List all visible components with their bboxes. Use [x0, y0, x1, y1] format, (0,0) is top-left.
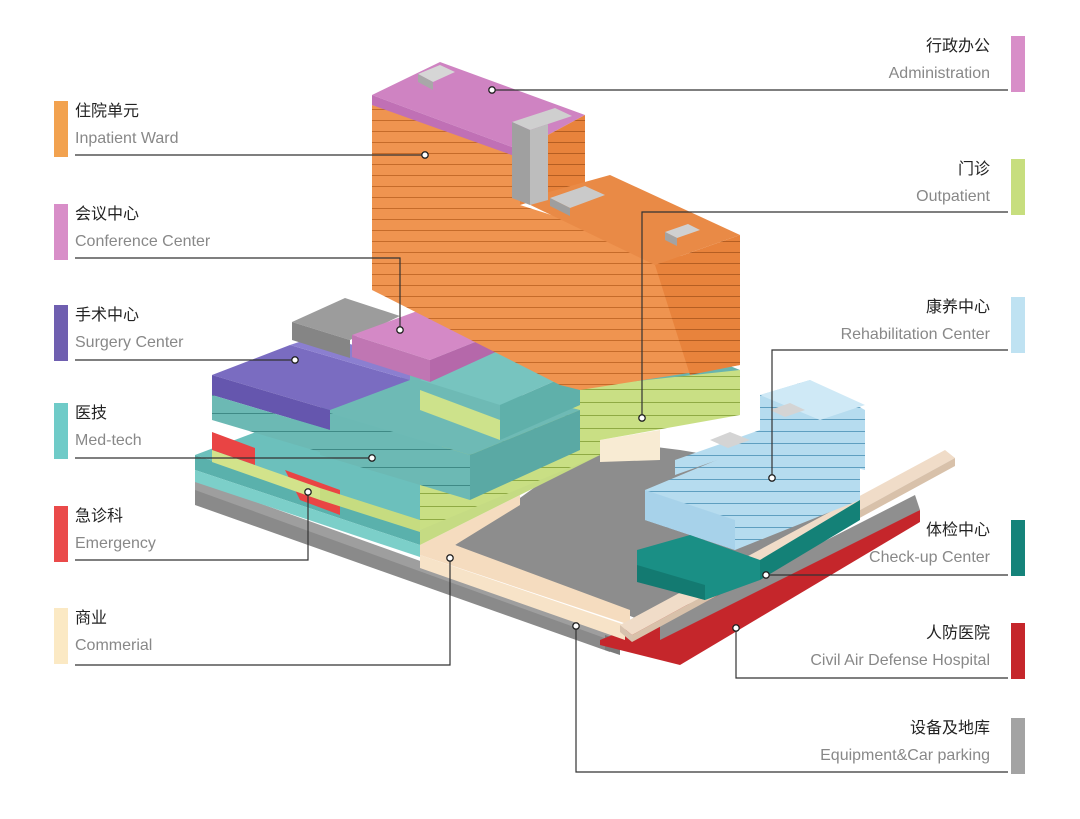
label-cn-civil: 人防医院 [925, 623, 990, 642]
label-cn-checkup: 体检中心 [925, 520, 990, 539]
label-cn-surgery: 手术中心 [75, 305, 140, 324]
inpatient-tower [372, 62, 740, 390]
label-cn-outpatient: 门诊 [957, 159, 990, 178]
swatch-administration [1011, 36, 1025, 92]
swatch-conference [54, 204, 68, 260]
label-en-conference: Conference Center [75, 233, 211, 250]
label-en-commercial: Commerial [75, 637, 153, 654]
swatch-outpatient [1011, 159, 1025, 215]
label-en-emergency: Emergency [75, 535, 156, 552]
label-cn-commercial: 商业 [75, 608, 108, 627]
label-cn-equipment: 设备及地库 [909, 718, 990, 737]
label-cn-rehabilitation: 康养中心 [925, 297, 990, 316]
label-cn-administration: 行政办公 [925, 36, 990, 55]
swatch-equipment [1011, 718, 1025, 774]
swatch-inpatient [54, 101, 68, 157]
swatch-medtech [54, 403, 68, 459]
label-en-civil: Civil Air Defense Hospital [810, 652, 990, 669]
label-en-checkup: Check-up Center [869, 549, 990, 566]
rehabilitation-block [645, 380, 865, 550]
label-en-inpatient: Inpatient Ward [75, 130, 179, 147]
leader-dots [291, 86, 776, 632]
checkup-block [637, 500, 860, 600]
swatch-civil [1011, 623, 1025, 679]
label-en-medtech: Med-tech [75, 432, 142, 449]
swatch-checkup [1011, 520, 1025, 576]
label-cn-emergency: 急诊科 [75, 506, 124, 525]
swatch-commercial [54, 608, 68, 664]
commercial-block [420, 430, 660, 640]
medtech-blocks [320, 345, 580, 500]
label-cn-inpatient: 住院单元 [75, 101, 140, 120]
label-en-rehabilitation: Rehabilitation Center [840, 326, 990, 343]
label-en-outpatient: Outpatient [916, 188, 990, 205]
swatch-surgery [54, 305, 68, 361]
label-en-equipment: Equipment&Car parking [820, 747, 990, 764]
label-en-surgery: Surgery Center [75, 334, 184, 351]
label-cn-conference: 会议中心 [75, 204, 140, 223]
label-cn-medtech: 医技 [75, 403, 108, 422]
gray-block [292, 298, 400, 358]
label-en-administration: Administration [888, 65, 990, 82]
swatch-rehabilitation [1011, 297, 1025, 353]
podium-base [195, 480, 920, 665]
swatch-emergency [54, 506, 68, 562]
leader-lines [75, 89, 1008, 773]
